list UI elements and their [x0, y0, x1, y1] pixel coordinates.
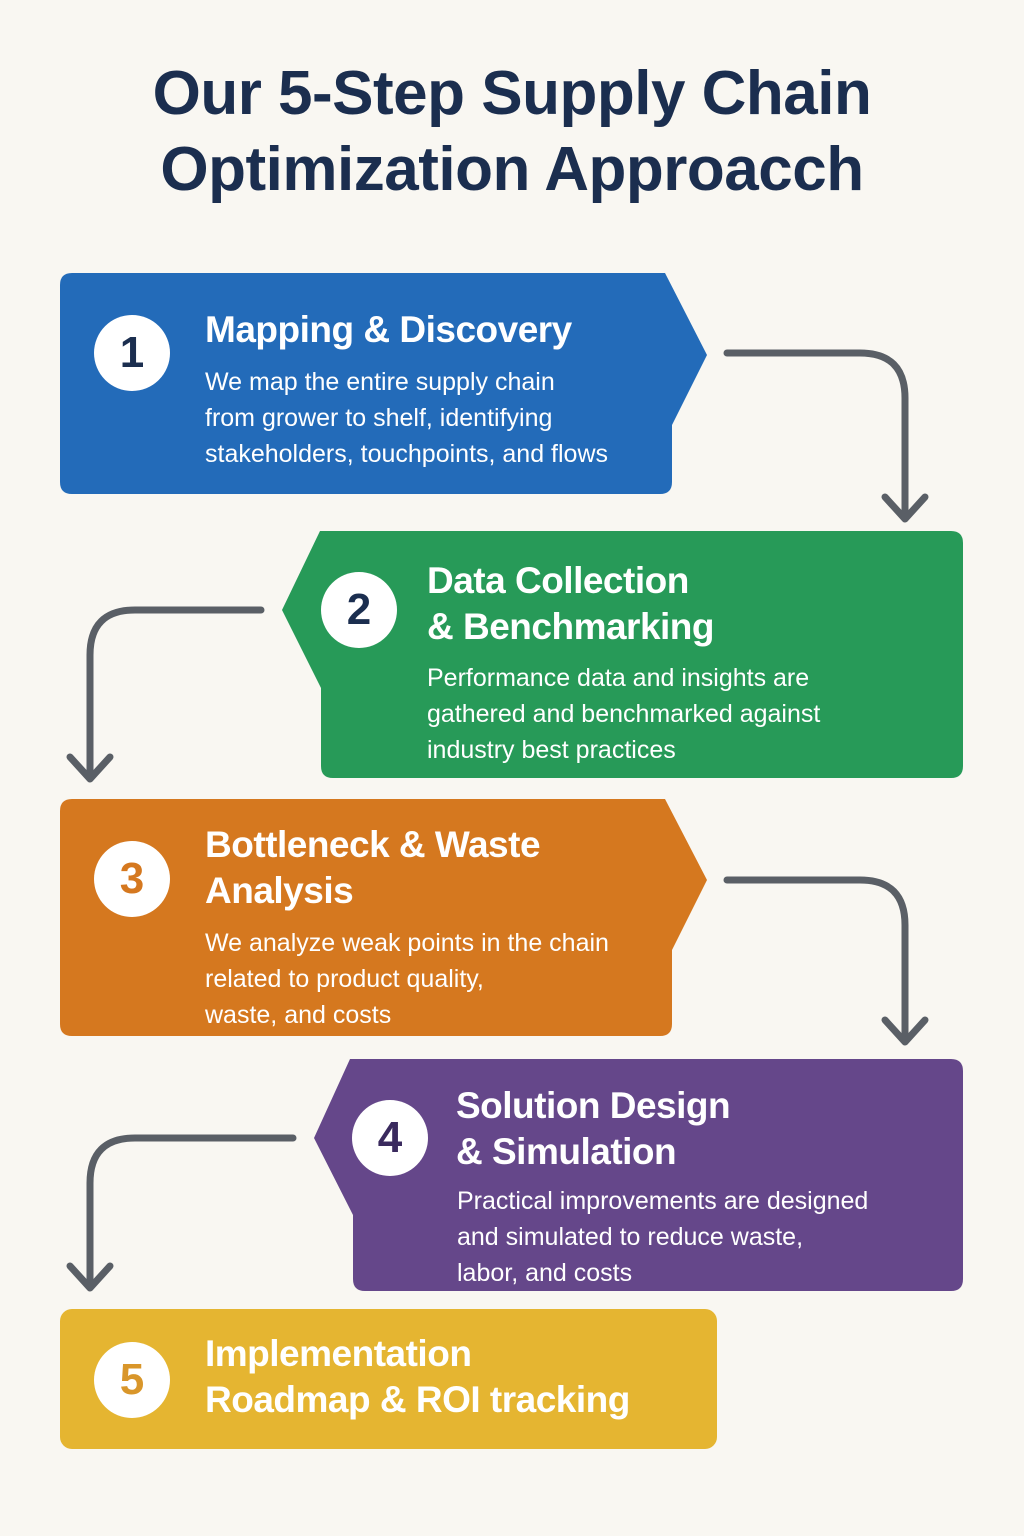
arrow-1-to-2: [723, 349, 929, 523]
step-5-number-badge: 5: [94, 1342, 170, 1418]
step-1-title: Mapping & Discovery: [205, 309, 572, 350]
arrow-2-to-3: [66, 606, 265, 783]
arrow-4-to-5: [66, 1134, 297, 1292]
title-line-2: Optimization Approacch: [160, 135, 864, 204]
step-4-title: Solution Design& Simulation: [456, 1085, 731, 1172]
step-2-panel: [282, 531, 963, 778]
step-2-number-badge: 2: [321, 572, 397, 648]
step-3-panel: [60, 799, 707, 1036]
page-title: Our 5-Step Supply Chain Optimization App…: [0, 56, 1024, 208]
step-4-panel: [314, 1059, 963, 1291]
arrow-3-to-4: [723, 876, 929, 1046]
step-4-number-badge: 4: [352, 1100, 428, 1176]
step-1-number-badge: 1: [94, 315, 170, 391]
step-5-panel: [60, 1309, 717, 1449]
step-1-panel: [60, 273, 707, 494]
step-3-number-badge: 3: [94, 841, 170, 917]
title-line-1: Our 5-Step Supply Chain: [152, 59, 872, 128]
step-2-title: Data Collection& Benchmarking: [427, 560, 715, 647]
